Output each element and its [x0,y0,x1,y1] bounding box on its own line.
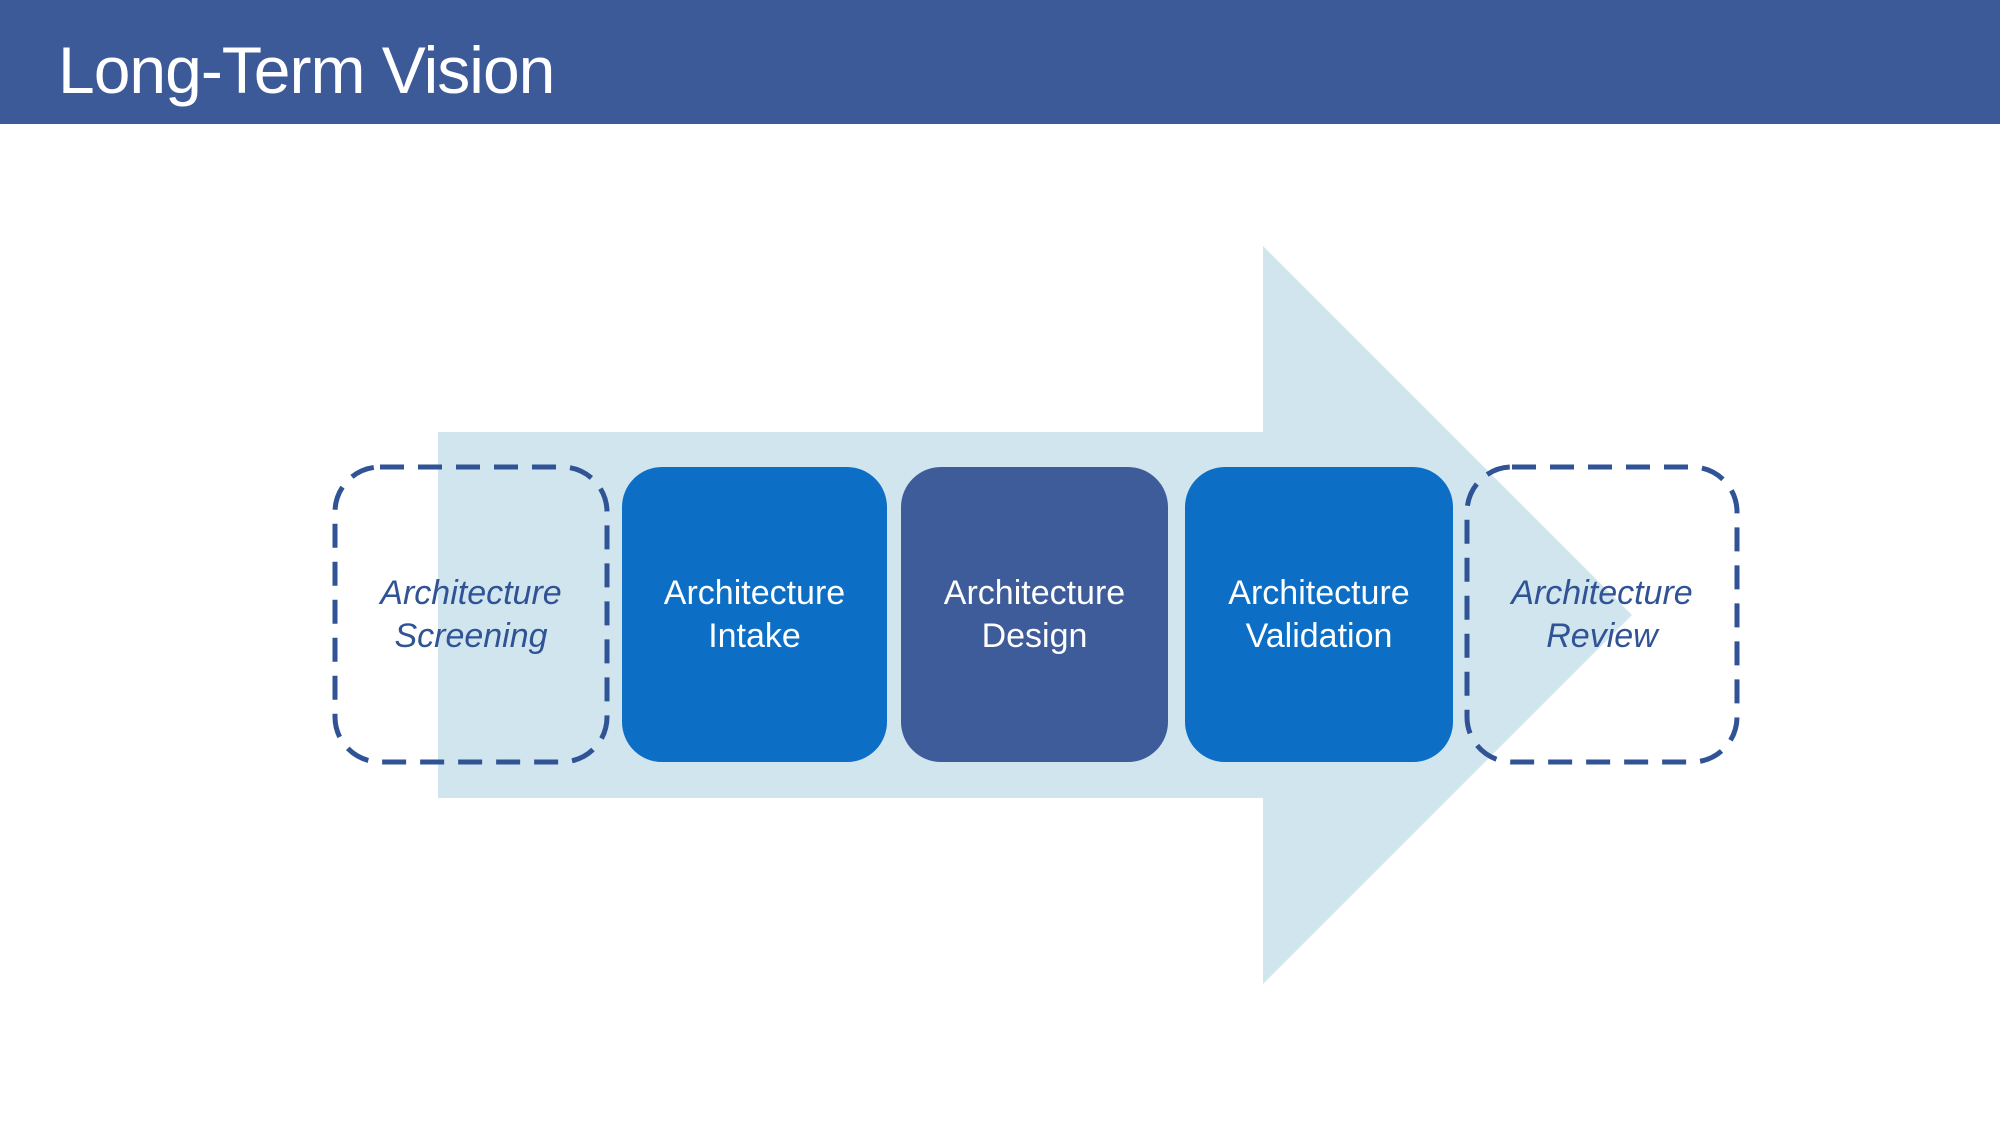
screening-dashed-border [332,464,610,765]
review-dashed-border [1464,464,1740,765]
slide-title: Long-Term Vision [58,33,555,107]
validation-box-shape [1185,467,1453,762]
intake-box-shape [622,467,887,762]
slide-title-bar: Long-Term Vision [0,0,2000,124]
design-box-shape [901,467,1168,762]
